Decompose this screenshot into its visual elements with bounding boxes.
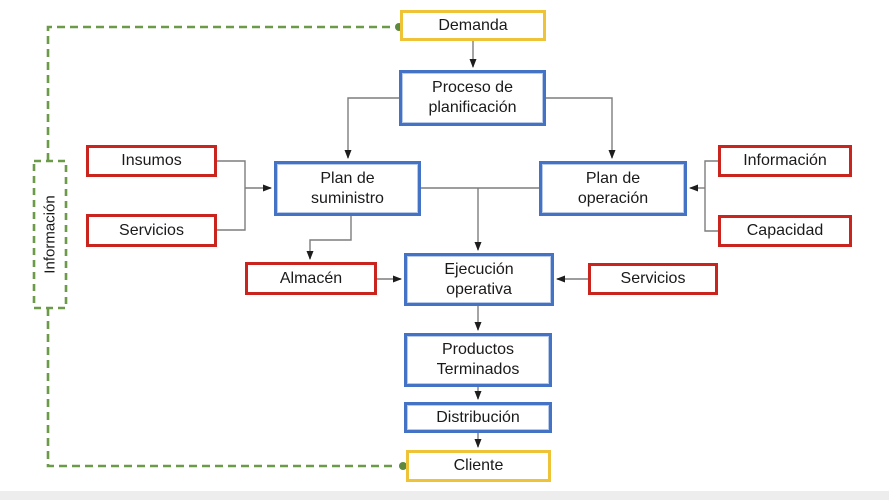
node-cliente: Cliente [406, 450, 551, 482]
node-plan-suministro: Plan de suministro [274, 161, 421, 216]
node-demanda: Demanda [400, 10, 546, 41]
feedback-cliente-to-demanda-top [46, 25, 394, 161]
bottom-edge-strip [0, 491, 889, 500]
feedback-informacion-to-cliente [46, 308, 397, 468]
node-servicios-left: Servicios [86, 214, 217, 247]
node-almacen: Almacén [245, 262, 377, 295]
label-informacion-vertical: Información [34, 161, 66, 308]
node-distribucion: Distribución [404, 402, 552, 433]
bracket-informacion-capacidad [704, 160, 718, 232]
node-servicios-right: Servicios [588, 263, 718, 295]
label-informacion-vertical-text: Información [41, 195, 59, 274]
connector-proceso-plan-suministro [344, 97, 399, 159]
node-capacidad: Capacidad [718, 215, 852, 247]
bracket-insumos-servicios [217, 160, 246, 231]
node-proceso-planificacion: Proceso de planificación [399, 70, 546, 126]
node-insumos: Insumos [86, 145, 217, 177]
node-ejecucion-operativa: Ejecución operativa [404, 253, 554, 306]
connector-proceso-plan-operacion [546, 97, 616, 159]
node-productos-terminados: Productos Terminados [404, 333, 552, 387]
connector-plan-suministro-almacen [306, 216, 352, 260]
node-plan-operacion: Plan de operación [539, 161, 687, 216]
node-informacion-right: Información [718, 145, 852, 177]
